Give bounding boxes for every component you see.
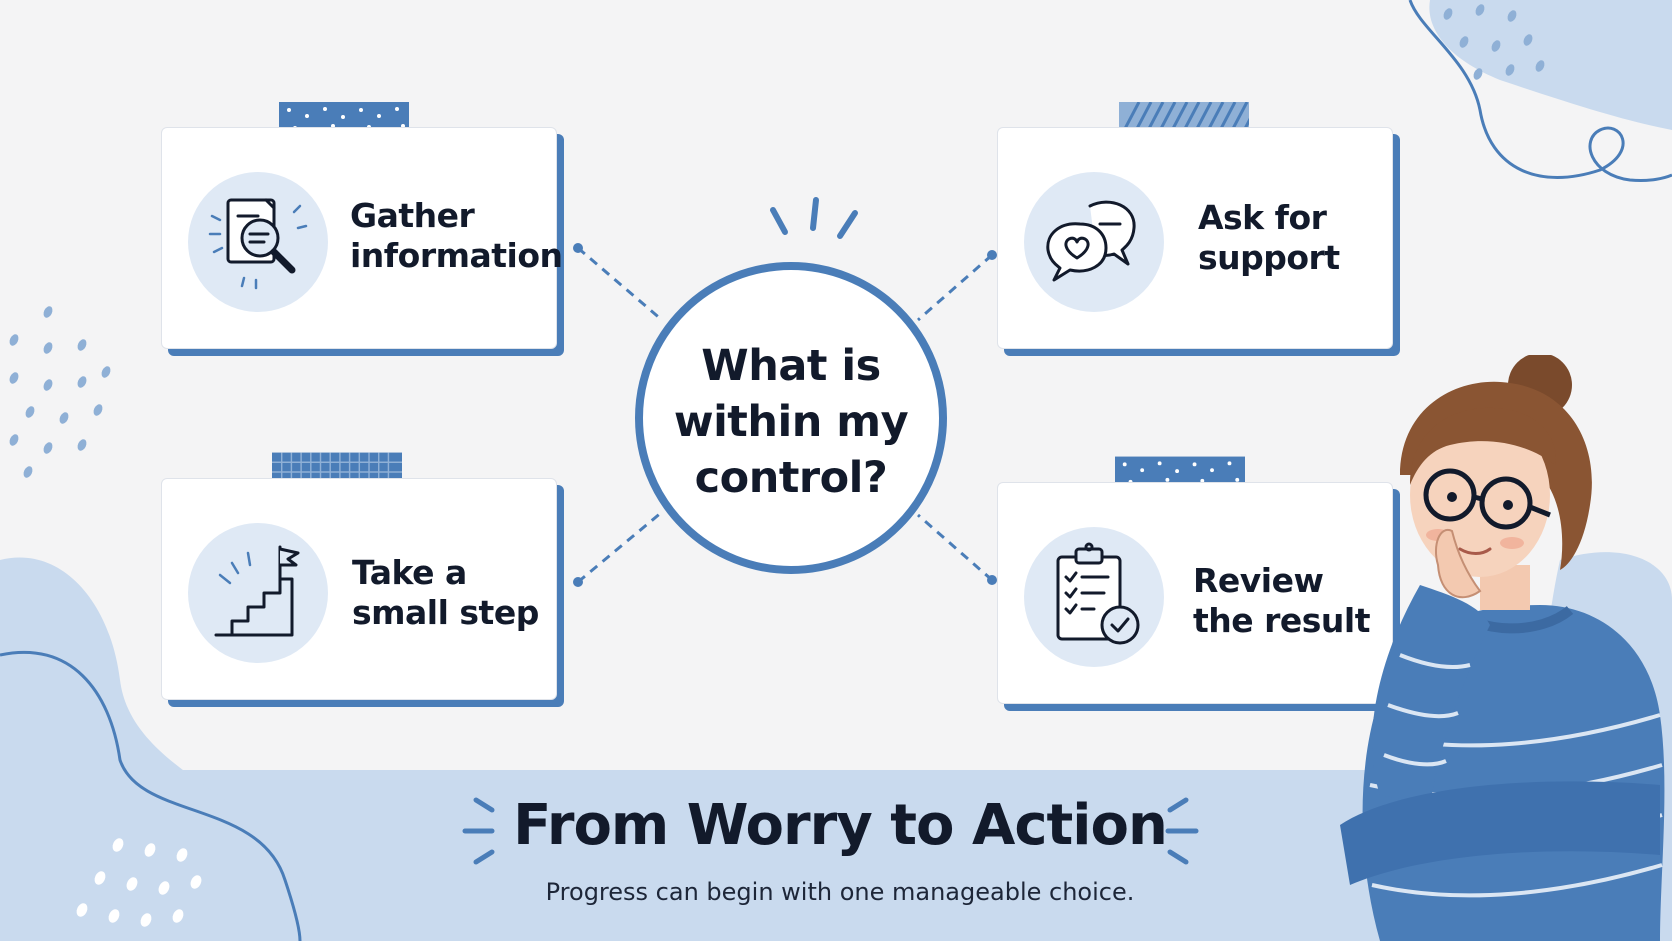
footer-title: From Worry to Action [513,793,1168,858]
clipboard-check-icon [1056,542,1140,645]
central-question: What is within my control? [673,341,909,503]
card-take-a-small-step: Take a small step [161,478,557,700]
document-magnifier-icon [208,198,308,290]
thinking-woman-illustration [1340,355,1665,941]
card-label: Take a small step [352,553,539,632]
card-review-the-result: Review the result [997,482,1393,704]
speech-bubbles-heart-icon [1046,200,1136,282]
card-label: Ask for support [1198,198,1340,277]
footer-subtitle: Progress can begin with one manageable c… [545,878,1135,906]
card-gather-information: Gather information [161,127,563,349]
card-label: Review the result [1193,561,1371,640]
stairs-flag-icon [214,545,300,637]
card-ask-for-support: Ask for support [997,127,1393,349]
central-question-circle: What is within my control? [635,262,947,574]
card-label: Gather information [350,196,563,275]
